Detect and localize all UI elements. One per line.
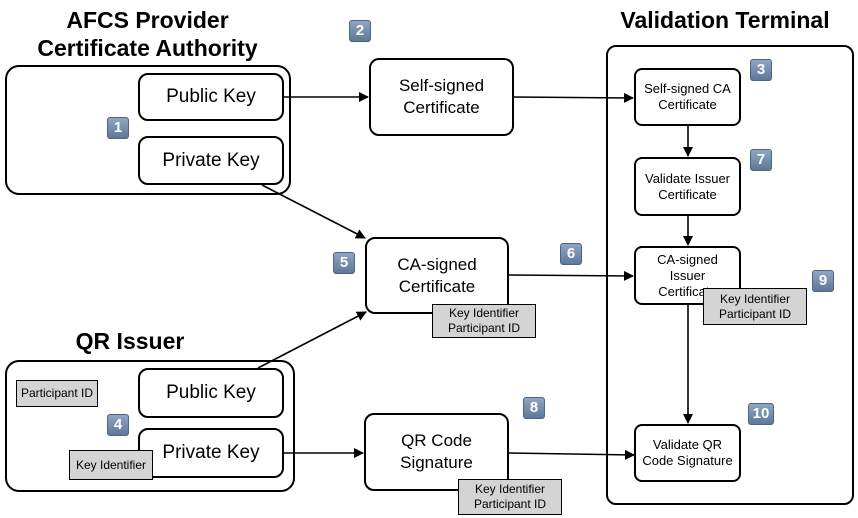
ca-public-key: Public Key	[138, 73, 284, 121]
arrow-issuer-public-to-ca-signed	[257, 311, 367, 369]
step-badge: 2	[349, 20, 371, 42]
terminal-title: Validation Terminal	[620, 7, 830, 33]
step-badge: 1	[107, 117, 129, 139]
arrow-qr-signature-to-terminal	[508, 449, 635, 460]
arrow-self-signed-to-terminal	[512, 92, 634, 103]
step-badge: 10	[748, 403, 774, 425]
issuer-private-key: Private Key	[138, 428, 284, 478]
arrow-ca-signed-to-terminal	[508, 270, 634, 281]
self-signed-certificate: Self-signed Certificate	[369, 58, 514, 136]
issuer-key-identifier-tag: Key Identifier	[69, 450, 153, 480]
step-badge: 9	[812, 270, 834, 292]
step-badge: 7	[750, 149, 772, 171]
validate-issuer-certificate: Validate Issuer Certificate	[634, 157, 741, 216]
step-badge: 8	[523, 397, 545, 419]
validate-qr-code-signature: Validate QR Code Signature	[634, 424, 741, 482]
step-badge: 5	[333, 252, 355, 274]
issuer-public-key: Public Key	[138, 368, 284, 418]
terminal-group	[606, 45, 854, 505]
issuer-group	[5, 360, 295, 492]
ca-private-key: Private Key	[138, 136, 284, 185]
step-badge: 3	[750, 59, 772, 81]
qr-code-signature-tag: Key Identifier Participant ID	[458, 479, 562, 515]
qr-code-signature: QR Code Signature	[364, 413, 509, 491]
ca-title: AFCS Provider Certificate Authority	[37, 7, 258, 61]
issuer-title: QR Issuer	[75, 328, 185, 354]
ca-signed-certificate: CA-signed Certificate	[365, 237, 509, 314]
self-signed-ca-certificate: Self-signed CA Certificate	[634, 68, 741, 126]
step-badge: 6	[560, 243, 582, 265]
ca-signed-certificate-tag: Key Identifier Participant ID	[432, 304, 536, 338]
ca-signed-issuer-tag: Key Identifier Participant ID	[703, 288, 807, 325]
issuer-participant-tag: Participant ID	[16, 380, 98, 407]
ca-group	[5, 65, 291, 195]
step-badge: 4	[107, 414, 129, 436]
